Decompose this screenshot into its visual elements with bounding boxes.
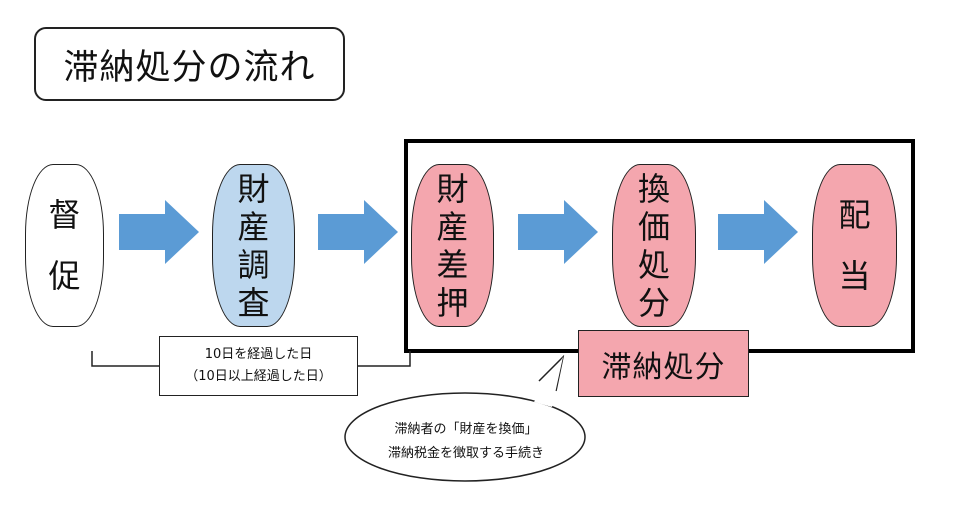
stage-kanka-shobun: 換 価 処 分 xyxy=(612,164,696,327)
flow-arrow-icon xyxy=(518,200,598,264)
stage-tokusoku-char-2: 促 xyxy=(48,256,81,295)
callout-line-1: 滞納者の「財産を換価」 xyxy=(394,422,538,437)
period-label-line-2: （10日以上経過した日） xyxy=(185,369,332,384)
stage-zaisan-sashiosae-char-1: 財 xyxy=(436,169,469,208)
flow-arrow-icon xyxy=(119,200,199,264)
stage-zaisan-sashiosae-char-3: 差 xyxy=(436,245,469,284)
stage-zaisan-chousa: 財 産 調 査 xyxy=(212,164,295,327)
stage-kanka-shobun-char-2: 価 xyxy=(637,207,670,246)
stage-zaisan-chousa-char-1: 財 xyxy=(237,169,270,208)
period-label-box: 10日を経過した日 （10日以上経過した日） xyxy=(159,336,358,396)
stage-zaisan-chousa-char-2: 産 xyxy=(237,207,270,246)
callout-text: 滞納者の「財産を換価」 滞納税金を徴取する手続き xyxy=(362,414,570,470)
flow-arrow-icon xyxy=(318,200,398,264)
stage-haitou-char-1: 配 xyxy=(838,196,871,235)
page-title: 滞納処分の流れ xyxy=(34,27,345,101)
stage-zaisan-chousa-char-3: 調 xyxy=(237,245,270,284)
stage-haitou: 配 当 xyxy=(812,164,897,327)
stage-tokusoku-char-1: 督 xyxy=(48,196,81,235)
stage-kanka-shobun-char-4: 分 xyxy=(637,283,670,322)
stage-zaisan-sashiosae-char-4: 押 xyxy=(436,283,469,322)
stage-tokusoku: 督 促 xyxy=(25,164,104,327)
stage-kanka-shobun-char-1: 換 xyxy=(637,169,670,208)
stage-zaisan-sashiosae-char-2: 産 xyxy=(436,207,469,246)
callout-bubble xyxy=(344,355,586,482)
callout-line-2: 滞納税金を徴取する手続き xyxy=(387,446,544,461)
stage-zaisan-chousa-char-4: 査 xyxy=(237,283,270,322)
flow-arrow-icon xyxy=(718,200,798,264)
stage-haitou-char-2: 当 xyxy=(838,256,871,295)
stage-zaisan-sashiosae: 財 産 差 押 xyxy=(411,164,494,327)
stage-kanka-shobun-char-3: 処 xyxy=(637,245,670,284)
disposal-label-box: 滞納処分 xyxy=(578,330,749,397)
period-label-line-1: 10日を経過した日 xyxy=(204,347,313,362)
